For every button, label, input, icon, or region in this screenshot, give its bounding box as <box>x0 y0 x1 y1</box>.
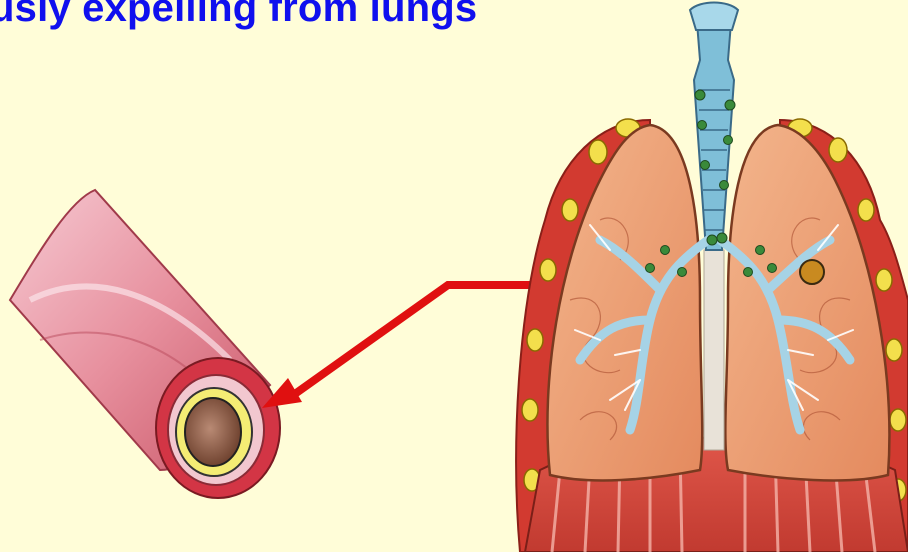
bronchial-tube-icon <box>10 190 280 498</box>
lungs-with-trachea-icon <box>516 3 908 552</box>
